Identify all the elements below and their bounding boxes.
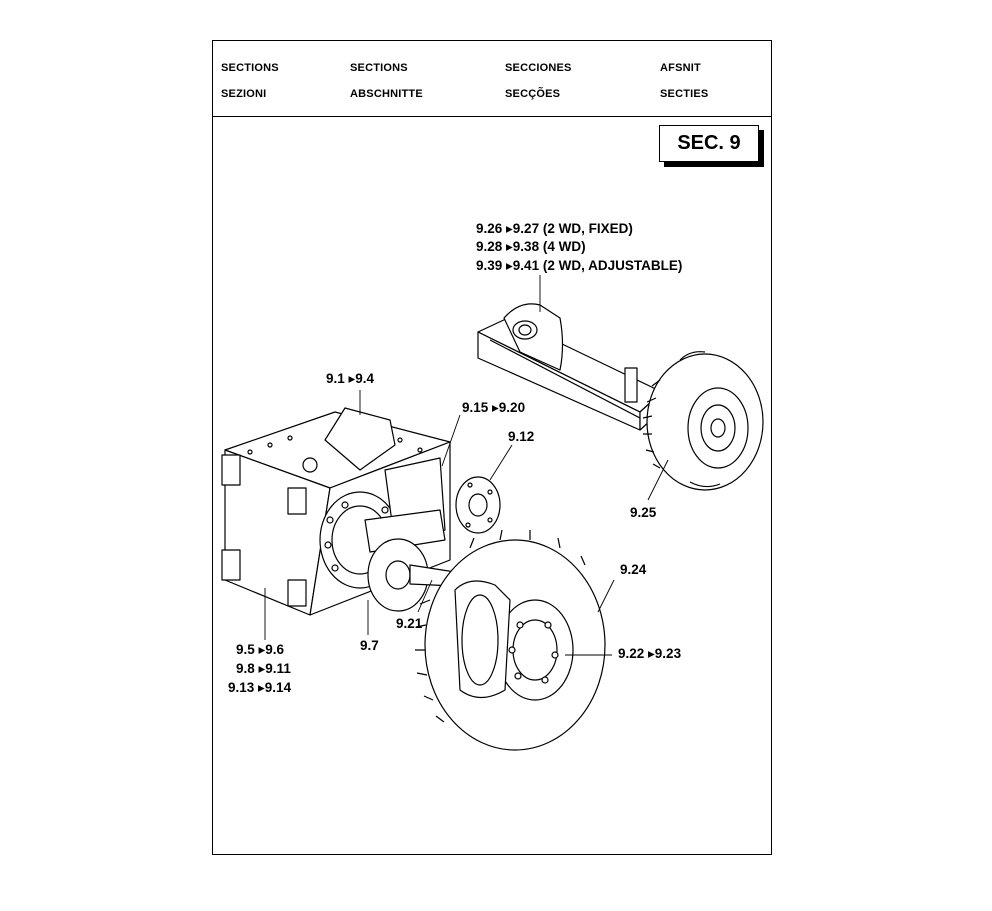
leader-lines xyxy=(264,275,669,656)
gearbox-drawing xyxy=(221,407,451,616)
brake-disc-drawing xyxy=(367,538,456,612)
callout-9-5-9-6: 9.5 ▸9.6 xyxy=(236,642,285,657)
callout-9-21: 9.21 xyxy=(396,616,423,631)
header-label-it: SEZIONI xyxy=(221,88,267,100)
header-label-es: SECCIONES xyxy=(505,62,572,74)
header-divider xyxy=(212,116,772,117)
callout-axle-adjustable: 9.39 ▸9.41 (2 WD, ADJUSTABLE) xyxy=(476,258,683,273)
header-label-nl: SECTIES xyxy=(660,88,709,100)
callout-9-25: 9.25 xyxy=(630,505,657,520)
callout-9-24: 9.24 xyxy=(620,562,647,577)
front-wheel-drawing xyxy=(415,529,606,751)
callout-9-8-9-11: 9.8 ▸9.11 xyxy=(236,661,291,676)
rear-wheel-drawing xyxy=(642,351,764,491)
callout-9-22-9-23: 9.22 ▸9.23 xyxy=(618,646,682,661)
callout-9-12: 9.12 xyxy=(508,429,535,444)
axle-beam-drawing xyxy=(477,303,663,431)
page-frame xyxy=(212,40,772,855)
header-label-pt: SECÇÕES xyxy=(505,88,561,100)
callout-9-1-9-4: 9.1 ▸9.4 xyxy=(326,371,375,386)
header-label-en: SECTIONS xyxy=(221,62,279,74)
header-label-de: ABSCHNITTE xyxy=(350,88,423,100)
callout-9-15-9-20: 9.15 ▸9.20 xyxy=(462,400,526,415)
callout-9-13-9-14: 9.13 ▸9.14 xyxy=(228,680,292,695)
header-label-fr: SECTIONS xyxy=(350,62,408,74)
callout-axle-4wd: 9.28 ▸9.38 (4 WD) xyxy=(476,239,586,254)
header-label-da: AFSNIT xyxy=(660,62,701,74)
section-badge: SEC. 9 xyxy=(659,125,759,162)
hub-drawing xyxy=(455,476,501,534)
callout-axle-fixed: 9.26 ▸9.27 (2 WD, FIXED) xyxy=(476,221,633,236)
callout-9-7: 9.7 xyxy=(360,638,379,653)
